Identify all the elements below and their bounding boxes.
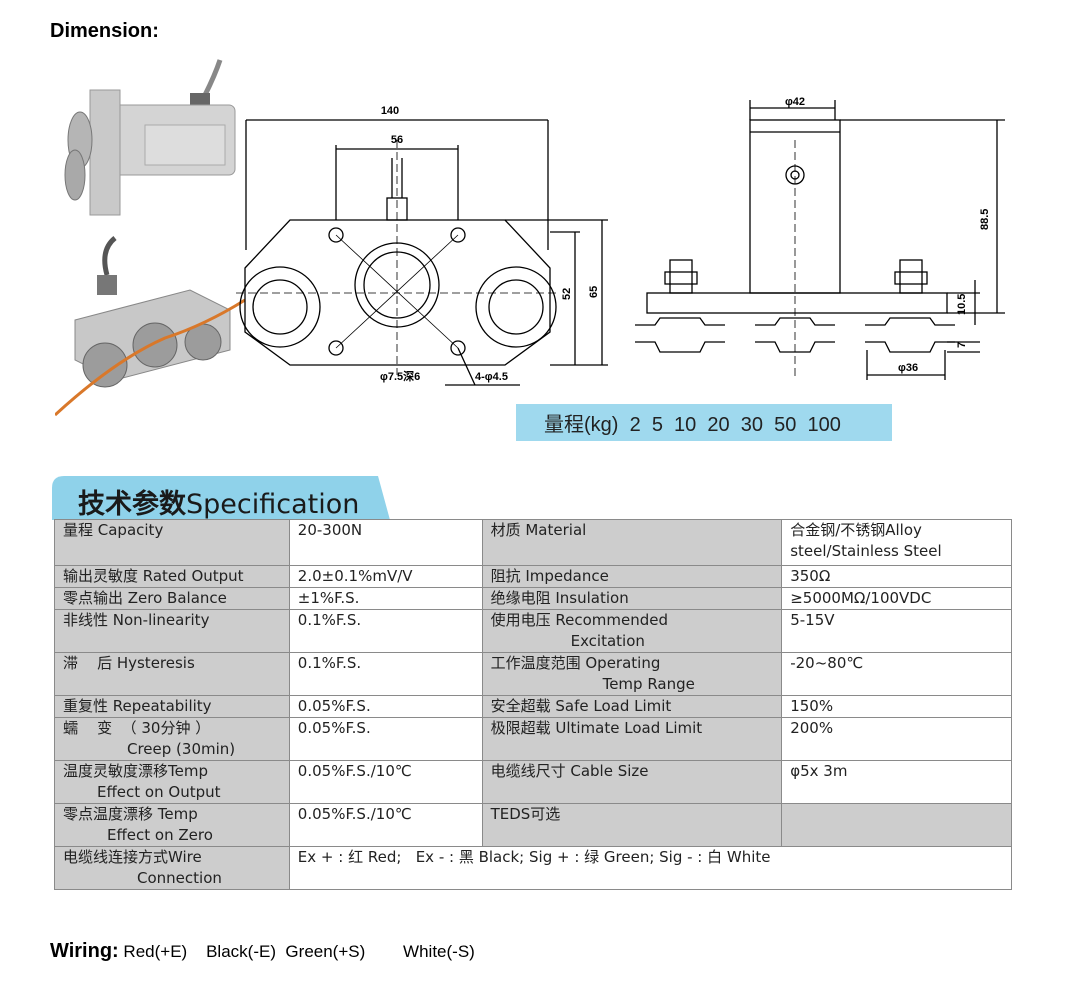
spec-value (781, 803, 1012, 847)
spec-key: 绝缘电阻 Insulation (481, 587, 783, 610)
wiring-line: Wiring: Red(+E) Black(-E) Green(+S) Whit… (50, 940, 475, 963)
table-row: 滞 后 Hysteresis 0.1%F.S. 工作温度范围 Operating… (54, 652, 1012, 696)
dim-52: 52 (561, 288, 573, 300)
dim-hole-center: φ7.5深6 (380, 369, 420, 383)
spec-value: 200% (781, 717, 1012, 761)
spec-key: 安全超载 Safe Load Limit (481, 695, 783, 718)
dim-140: 140 (381, 105, 399, 117)
spec-key: 电缆线尺寸 Cable Size (481, 760, 783, 804)
capacity-range-values: 2 5 10 20 30 50 100 (629, 414, 841, 436)
spec-key: TEDS可选 (481, 803, 783, 847)
wiring-label: Wiring: (50, 940, 119, 962)
spec-key: 滞 后 Hysteresis (54, 652, 290, 696)
spec-value: 5-15V (781, 609, 1012, 653)
spec-value: 0.05%F.S. (288, 717, 483, 761)
table-row: 输出灵敏度 Rated Output 2.0±0.1%mV/V 阻抗 Imped… (54, 565, 1012, 588)
dim-7: 7 (956, 342, 968, 348)
table-row: 重复性 Repeatability 0.05%F.S. 安全超载 Safe Lo… (54, 695, 1012, 718)
spec-value: 20-300N (288, 519, 483, 566)
spec-key: 材质 Material (481, 519, 783, 566)
dimension-heading: Dimension: (50, 20, 159, 42)
spec-key: 极限超载 Ultimate Load Limit (481, 717, 783, 761)
spec-table: 量程 Capacity 20-300N 材质 Material 合金钢/不锈钢A… (54, 519, 1013, 890)
spec-value: -20~80℃ (781, 652, 1012, 696)
front-view-drawing (236, 119, 608, 386)
dim-65: 65 (588, 286, 600, 298)
spec-key: 重复性 Repeatability (54, 695, 290, 718)
spec-key: 零点输出 Zero Balance (54, 587, 290, 610)
spec-value: 2.0±0.1%mV/V (288, 565, 483, 588)
capacity-range-label: 量程(kg) (544, 414, 619, 436)
spec-value: 350Ω (781, 565, 1012, 588)
spec-value: φ5x 3m (781, 760, 1012, 804)
table-row: 量程 Capacity 20-300N 材质 Material 合金钢/不锈钢A… (54, 519, 1012, 566)
table-row: 非线性 Non-linearity 0.1%F.S. 使用电压 Recommen… (54, 609, 1012, 653)
spec-key: 非线性 Non-linearity (54, 609, 290, 653)
dim-phi42: φ42 (785, 96, 805, 108)
dim-10-5: 10.5 (956, 294, 968, 315)
spec-value: 0.1%F.S. (288, 609, 483, 653)
spec-value: ±1%F.S. (288, 587, 483, 610)
spec-value: ≥5000MΩ/100VDC (781, 587, 1012, 610)
spec-value: 0.1%F.S. (288, 652, 483, 696)
side-view-drawing (635, 100, 1005, 380)
spec-value: 0.05%F.S./10℃ (288, 803, 483, 847)
spec-key: 量程 Capacity (54, 519, 290, 566)
wiring-text: Red(+E) Black(-E) Green(+S) White(-S) (118, 942, 475, 961)
spec-value: 0.05%F.S./10℃ (288, 760, 483, 804)
wire-connection-value: Ex + : 红 Red; Ex - : 黑 Black; Sig + : 绿 … (288, 846, 1013, 890)
dim-phi36: φ36 (898, 362, 918, 374)
dimension-drawings: 140 56 52 65 φ7.5深6 4-φ4.5 φ42 88.5 10.5… (236, 96, 1005, 386)
dim-88-5: 88.5 (979, 209, 991, 230)
spec-title-tab (52, 476, 390, 520)
sensor-photo-top (64, 59, 236, 216)
dim-56: 56 (391, 134, 403, 146)
spec-key: 蠕 变 （ 30分钟 ）Creep (30min) (54, 717, 290, 761)
table-row: 零点输出 Zero Balance ±1%F.S. 绝缘电阻 Insulatio… (54, 587, 1012, 610)
dim-hole-mount: 4-φ4.5 (475, 371, 508, 383)
spec-value: 0.05%F.S. (288, 695, 483, 718)
capacity-range: 量程(kg) 2 5 10 20 30 50 100 (544, 408, 841, 437)
capacity-range-band (516, 404, 892, 441)
spec-title-cn: 技术参数 (78, 489, 186, 520)
spec-value: 150% (781, 695, 1012, 718)
spec-title-en: Specification (186, 489, 360, 520)
spec-key: 输出灵敏度 Rated Output (54, 565, 290, 588)
spec-title: 技术参数Specification (78, 482, 359, 521)
table-row: 蠕 变 （ 30分钟 ）Creep (30min) 0.05%F.S. 极限超载… (54, 717, 1012, 761)
sensor-photo-bottom (55, 236, 245, 417)
spec-key: 阻抗 Impedance (481, 565, 783, 588)
